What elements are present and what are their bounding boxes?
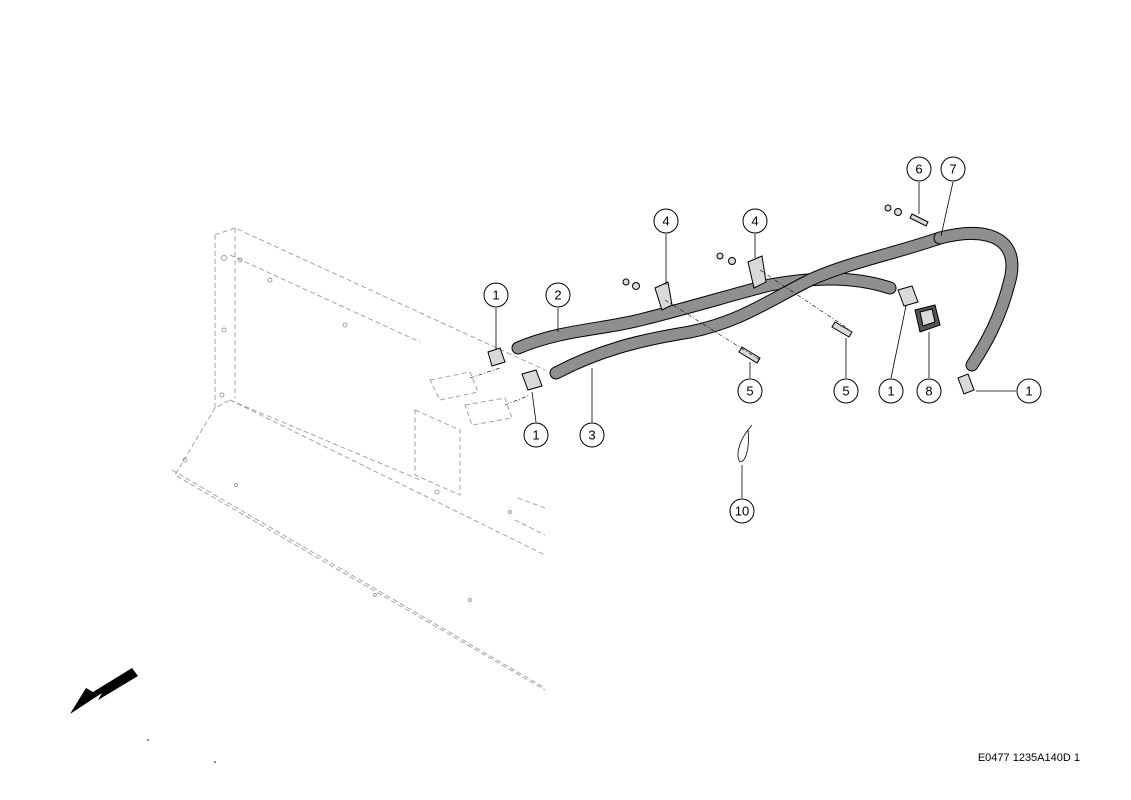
callout-label: 7 (949, 162, 956, 177)
callout-label: 3 (588, 428, 595, 443)
hose-7 (933, 226, 1019, 372)
frame-panel (171, 227, 546, 691)
callout-1-bottom: 1 (523, 422, 549, 448)
callout-10: 10 (729, 498, 755, 524)
stray-mark (147, 739, 149, 741)
callout-4-right: 4 (742, 208, 768, 234)
drawing-reference: E0477 1235A140D 1 (977, 752, 1080, 764)
support-bracket (654, 255, 767, 311)
callout-label: 10 (735, 504, 749, 519)
callout-1-right: 1 (1016, 378, 1042, 404)
fitting-8 (914, 304, 941, 333)
callout-3: 3 (579, 422, 605, 448)
callout-label: 4 (662, 214, 669, 229)
callout-1-top: 1 (483, 282, 509, 308)
callout-label: 5 (842, 384, 849, 399)
callout-label: 1 (1025, 384, 1032, 399)
callout-label: 2 (554, 288, 561, 303)
washers-bolts (622, 204, 929, 290)
callout-label: 8 (925, 384, 932, 399)
callout-6: 6 (906, 156, 932, 182)
hose-clamp (487, 285, 975, 395)
hose-2 (511, 272, 897, 355)
callout-7: 7 (940, 156, 966, 182)
callout-5-left: 5 (737, 378, 763, 404)
callout-4-left: 4 (653, 208, 679, 234)
callout-label: 1 (492, 288, 499, 303)
callout-2: 2 (545, 282, 571, 308)
leader-lines (495, 181, 1016, 498)
callout-label: 5 (746, 384, 753, 399)
hose-3 (549, 231, 947, 380)
callout-1-mid: 1 (878, 378, 904, 404)
cable-tie (737, 424, 753, 463)
callout-label: 6 (915, 162, 922, 177)
pins (664, 269, 853, 364)
frame-fittings (429, 367, 531, 426)
callout-label: 1 (887, 384, 894, 399)
callout-8: 8 (916, 378, 942, 404)
callout-label: 1 (532, 428, 539, 443)
stray-mark (214, 761, 216, 763)
callout-label: 4 (751, 214, 758, 229)
callout-5-right: 5 (833, 378, 859, 404)
arrow-direction-icon (70, 668, 138, 714)
